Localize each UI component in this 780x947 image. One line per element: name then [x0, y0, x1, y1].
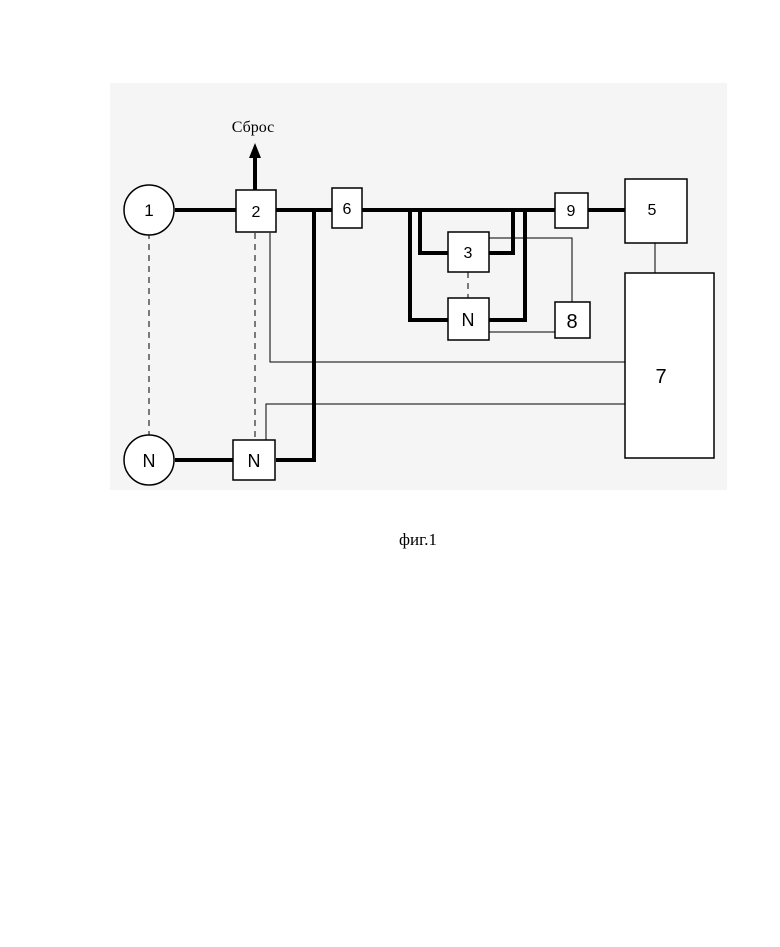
block-5-label: 5 [648, 202, 657, 219]
block-7-label: 7 [655, 366, 666, 388]
source-1: 1 [124, 185, 174, 235]
source-n: N [124, 435, 174, 485]
block-9-label: 9 [567, 203, 576, 220]
source-1-label: 1 [144, 201, 153, 220]
block-8-label: 8 [566, 311, 577, 333]
figure-caption: фиг.1 [399, 530, 437, 549]
block-6-label: 6 [343, 201, 352, 218]
block-7 [625, 273, 714, 458]
source-n-label: N [143, 451, 156, 471]
block-2-label: 2 [252, 204, 261, 221]
block-3-label: 3 [464, 245, 473, 262]
output-label: Сброс [232, 119, 275, 136]
block-2n-label: N [248, 451, 261, 471]
block-3n-label: N [462, 310, 475, 330]
